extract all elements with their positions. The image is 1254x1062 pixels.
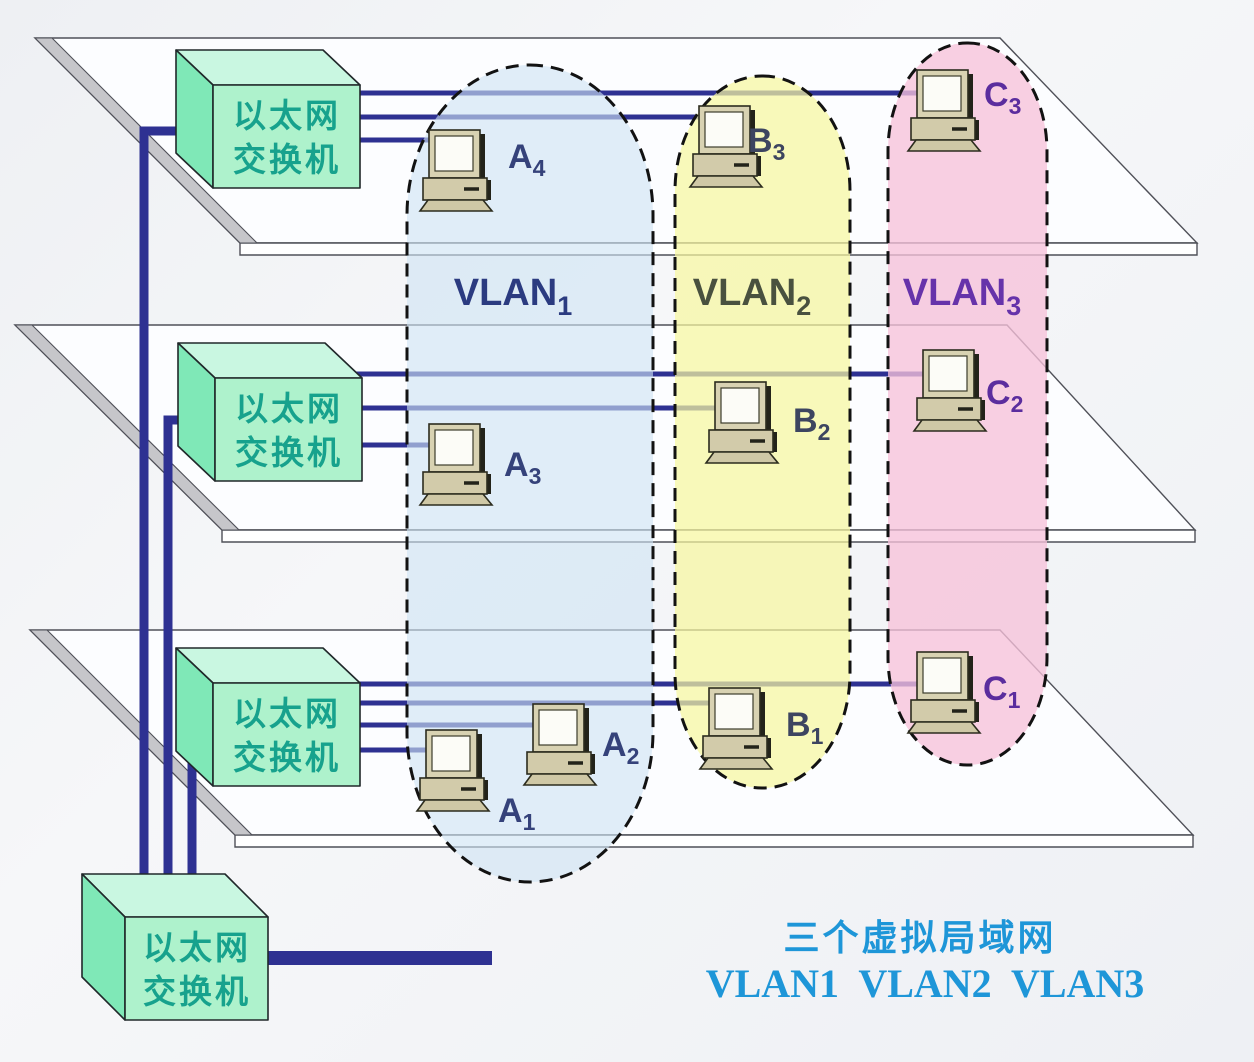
computer-icon-a2 bbox=[522, 702, 598, 787]
computer-icon-a4 bbox=[418, 128, 494, 213]
ethernet-switch-backbone: 以太网 交换机 bbox=[81, 873, 269, 1021]
switch4-label-line1: 以太网 bbox=[143, 929, 251, 966]
computer-icon-c1 bbox=[906, 650, 982, 735]
floor2-left-beam bbox=[13, 324, 241, 531]
switch4-label-line2: 交换机 bbox=[143, 973, 251, 1010]
host-label-a1: A1 bbox=[498, 792, 536, 835]
host-label-c1: C1 bbox=[983, 670, 1021, 713]
host-b3-sub: 3 bbox=[773, 139, 786, 165]
switch3-front-face bbox=[212, 682, 361, 787]
host-a3-sub: 3 bbox=[529, 463, 542, 489]
host-label-c2: C2 bbox=[986, 374, 1023, 417]
host-b2-sub: 2 bbox=[818, 419, 831, 445]
ethernet-switch-floor2: 以太网 交换机 bbox=[177, 342, 363, 482]
host-c2-letter: C bbox=[986, 374, 1011, 412]
vlan2-label: VLAN2 bbox=[693, 272, 811, 321]
host-a1-letter: A bbox=[498, 792, 523, 830]
host-label-b3: B3 bbox=[748, 122, 785, 165]
host-c1-letter: C bbox=[983, 670, 1008, 708]
host-label-b2: B2 bbox=[793, 402, 830, 445]
computer-icon-a1 bbox=[415, 728, 491, 813]
vlan2-label-name: VLAN bbox=[693, 272, 796, 314]
host-a3-letter: A bbox=[504, 446, 529, 484]
host-b3-letter: B bbox=[748, 122, 773, 160]
host-label-a2: A2 bbox=[602, 726, 639, 769]
floor3-front-edge bbox=[234, 834, 1194, 848]
switch3-label-line1: 以太网 bbox=[233, 695, 341, 732]
caption-title: 三个虚拟局域网 bbox=[783, 917, 1056, 958]
caption-vlan-list: VLAN1 VLAN2 VLAN3 bbox=[706, 961, 1145, 1006]
host-label-c3: C3 bbox=[984, 76, 1021, 119]
host-c2-sub: 2 bbox=[1011, 391, 1024, 417]
switch2-label-line2: 交换机 bbox=[235, 434, 343, 471]
host-a2-sub: 2 bbox=[627, 743, 640, 769]
computer-icon-b1 bbox=[698, 686, 774, 771]
switch3-label-line2: 交换机 bbox=[233, 739, 341, 776]
switch2-label-line1: 以太网 bbox=[235, 390, 343, 427]
switch1-label-line1: 以太网 bbox=[233, 97, 341, 134]
host-labels: A4 B3 C3 A3 B2 C2 A1 A2 B1 C1 bbox=[498, 76, 1023, 835]
host-a4-sub: 4 bbox=[533, 155, 546, 181]
vlan1-label-sub: 1 bbox=[557, 291, 572, 321]
switch2-front-face bbox=[214, 377, 363, 482]
host-c3-sub: 3 bbox=[1009, 93, 1022, 119]
vlan2-label-sub: 2 bbox=[796, 291, 811, 321]
vlan1-region bbox=[405, 63, 655, 884]
host-b1-letter: B bbox=[786, 706, 811, 744]
host-a1-sub: 1 bbox=[523, 809, 536, 835]
vlan3-label-sub: 3 bbox=[1006, 291, 1021, 321]
ethernet-switch-floor3: 以太网 交换机 bbox=[175, 647, 361, 787]
host-b2-letter: B bbox=[793, 402, 818, 440]
computer-icon-b2 bbox=[704, 380, 780, 465]
computer-icon-c2 bbox=[912, 348, 988, 433]
host-label-a3: A3 bbox=[504, 446, 541, 489]
ethernet-switch-floor1: 以太网 交换机 bbox=[175, 49, 361, 189]
host-label-a4: A4 bbox=[508, 138, 546, 181]
host-c3-letter: C bbox=[984, 76, 1009, 114]
switch4-front-face bbox=[124, 916, 269, 1021]
host-b1-sub: 1 bbox=[811, 723, 824, 749]
host-c1-sub: 1 bbox=[1008, 687, 1021, 713]
computer-icon-c3 bbox=[906, 68, 982, 153]
vlan1-label-name: VLAN bbox=[454, 272, 557, 314]
switch1-front-face bbox=[212, 84, 361, 189]
host-a4-letter: A bbox=[508, 138, 533, 176]
vlan3-label-name: VLAN bbox=[903, 272, 1006, 314]
vlan1-label: VLAN1 bbox=[454, 272, 572, 321]
host-label-b1: B1 bbox=[786, 706, 824, 749]
computer-icon-a3 bbox=[418, 422, 494, 507]
switch1-label-line2: 交换机 bbox=[233, 141, 341, 178]
vlan3-label: VLAN3 bbox=[903, 272, 1021, 321]
host-a2-letter: A bbox=[602, 726, 627, 764]
